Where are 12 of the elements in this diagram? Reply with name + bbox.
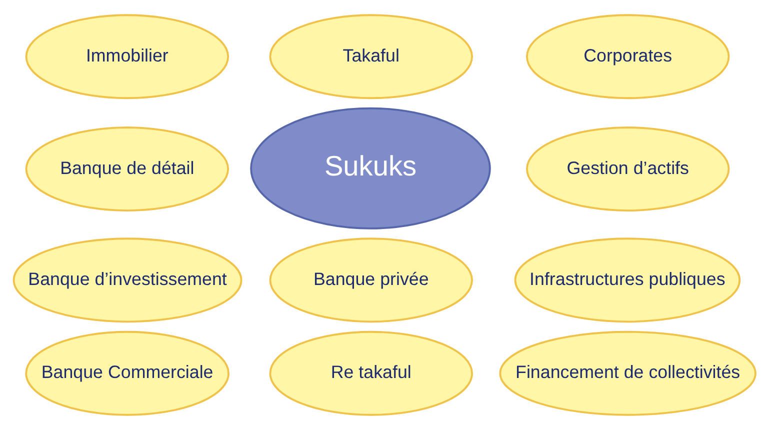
- node-ellipse: Infrastructures publiques: [514, 238, 741, 323]
- node-ellipse: Takaful: [269, 14, 473, 100]
- node-ellipse: Immobilier: [25, 14, 230, 100]
- node-ellipse: Corporates: [526, 14, 730, 100]
- node-ellipse: Banque d’investissement: [12, 238, 242, 323]
- node-ellipse: Gestion d’actifs: [526, 126, 730, 212]
- node-ellipse: Sukuks: [250, 107, 491, 230]
- node-ellipse: Banque de détail: [25, 126, 230, 212]
- node-ellipse: Banque Commerciale: [25, 330, 230, 416]
- node-ellipse: Re takaful: [269, 330, 473, 416]
- node-ellipse: Financement de collectivités: [499, 330, 756, 416]
- node-ellipse: Banque privée: [269, 238, 473, 323]
